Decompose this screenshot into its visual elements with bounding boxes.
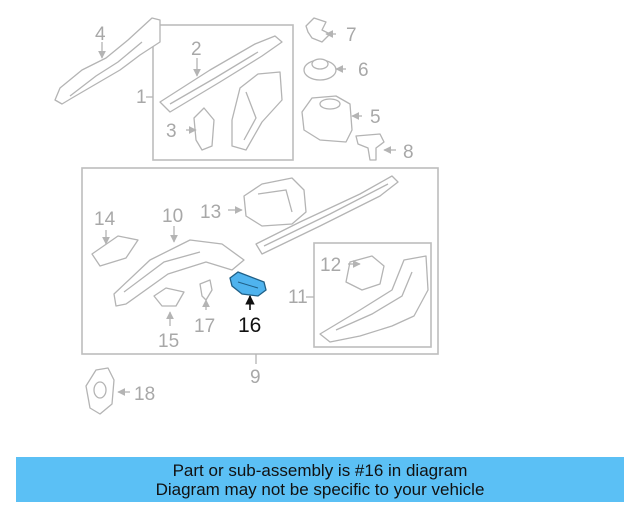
part-13-crossmember[interactable] bbox=[228, 177, 307, 227]
label-5: 5 bbox=[370, 107, 381, 128]
part-17-fastener[interactable] bbox=[199, 279, 213, 310]
label-11: 11 bbox=[288, 287, 308, 308]
label-4: 4 bbox=[95, 24, 106, 45]
part-1-apron[interactable] bbox=[231, 71, 283, 151]
label-15: 15 bbox=[158, 331, 179, 352]
label-14: 14 bbox=[94, 209, 116, 230]
part-8-bracket[interactable] bbox=[355, 133, 396, 161]
label-10: 10 bbox=[162, 206, 183, 227]
label-1: 1 bbox=[136, 87, 147, 108]
part-3-bracket[interactable] bbox=[186, 107, 215, 151]
label-8: 8 bbox=[403, 142, 414, 163]
parts-diagram: 4 2 1 3 7 6 5 8 bbox=[54, 17, 439, 415]
label-12: 12 bbox=[320, 255, 341, 276]
group-box-11 bbox=[313, 242, 432, 348]
part-7-clip[interactable] bbox=[305, 17, 336, 43]
banner-line-1: Part or sub-assembly is #16 in diagram bbox=[172, 461, 468, 480]
part-4-pillar[interactable] bbox=[54, 17, 161, 105]
part-16-highlighted[interactable] bbox=[229, 271, 267, 310]
label-3: 3 bbox=[166, 121, 177, 142]
part-11-panel[interactable] bbox=[319, 255, 429, 343]
label-13: 13 bbox=[200, 202, 221, 223]
info-banner: Part or sub-assembly is #16 in diagram D… bbox=[16, 457, 624, 502]
label-18: 18 bbox=[134, 384, 155, 405]
part-14-plate[interactable] bbox=[91, 230, 139, 267]
part-18-shield[interactable] bbox=[85, 367, 130, 415]
label-16: 16 bbox=[238, 314, 261, 337]
banner-line-2: Diagram may not be specific to your vehi… bbox=[155, 480, 485, 499]
part-10-frame-rail[interactable] bbox=[113, 226, 245, 307]
part-15-bracket[interactable] bbox=[153, 287, 185, 326]
part-2-upper-rail[interactable] bbox=[159, 35, 283, 113]
group-box-9 bbox=[81, 167, 439, 355]
label-7: 7 bbox=[346, 25, 357, 46]
label-6: 6 bbox=[358, 60, 369, 81]
label-9: 9 bbox=[250, 367, 261, 388]
part-5-tower[interactable] bbox=[301, 95, 362, 143]
label-17: 17 bbox=[194, 316, 215, 337]
group-box-1 bbox=[152, 24, 294, 161]
part-9-side-rail[interactable] bbox=[255, 175, 399, 255]
part-6-mount[interactable] bbox=[303, 58, 346, 81]
part-12-bracket[interactable] bbox=[345, 255, 385, 291]
label-2: 2 bbox=[191, 39, 202, 60]
